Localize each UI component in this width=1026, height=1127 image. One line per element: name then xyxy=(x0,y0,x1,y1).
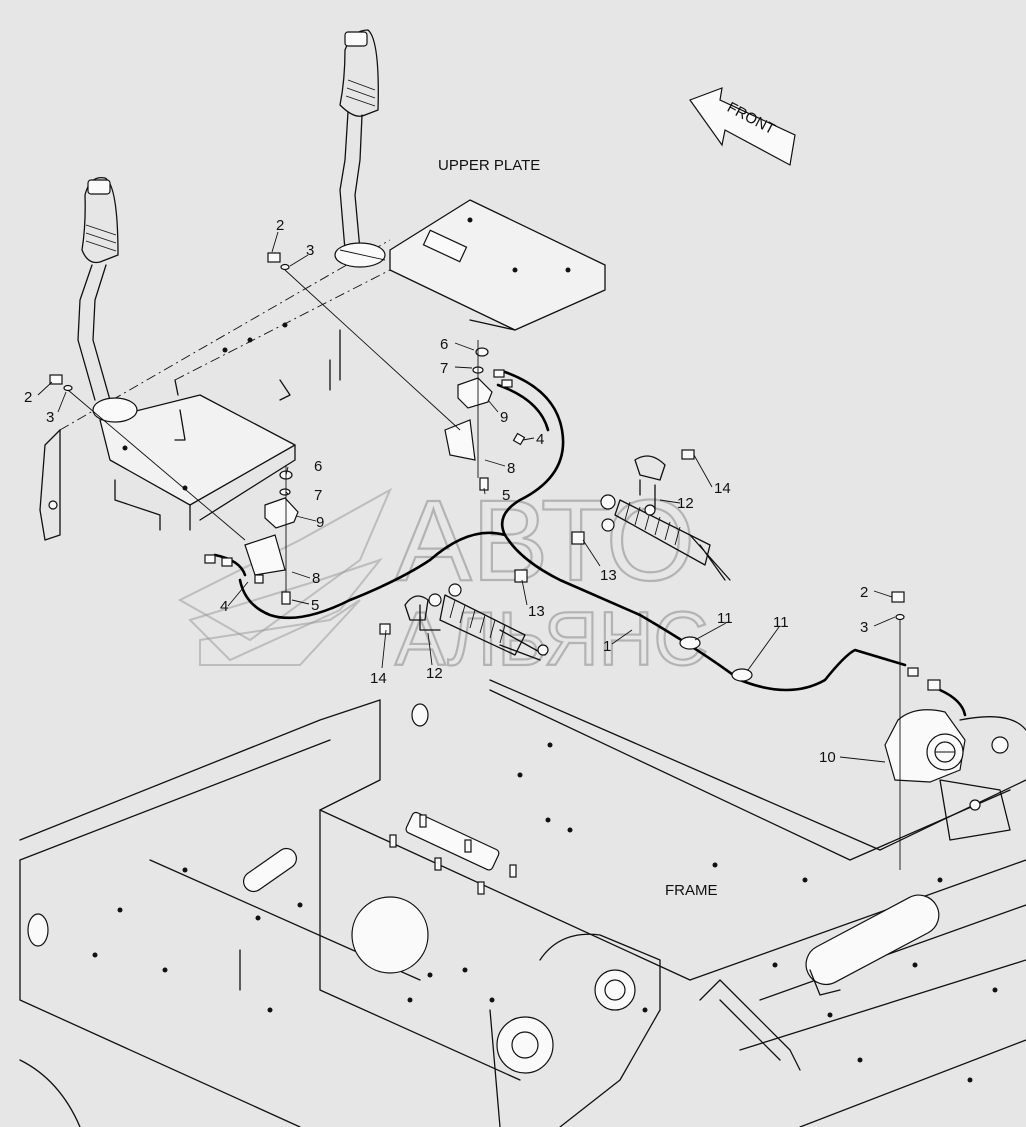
callout-2: 2 xyxy=(860,584,868,601)
right-lever-cylinder xyxy=(600,455,731,581)
callout-8: 8 xyxy=(507,460,515,477)
callout-3: 3 xyxy=(306,242,314,259)
callout-12: 12 xyxy=(677,495,694,512)
callout-11: 11 xyxy=(717,610,733,627)
callout-10: 10 xyxy=(819,749,836,766)
watermark-line2: АЛЬЯНС xyxy=(395,597,708,682)
callout-12: 12 xyxy=(426,665,443,682)
callout-7: 7 xyxy=(314,487,322,504)
cable-harness xyxy=(213,370,967,717)
callout-7: 7 xyxy=(440,360,448,377)
left-joystick xyxy=(77,176,138,423)
callout-2: 2 xyxy=(276,217,284,234)
travel-alarm xyxy=(884,709,966,783)
callout-13: 13 xyxy=(528,603,545,620)
callout-3: 3 xyxy=(860,619,868,636)
watermark-logo: АВТО АЛЬЯНС xyxy=(177,476,709,683)
callout-14: 14 xyxy=(370,670,387,687)
frame-structure xyxy=(19,679,1026,1127)
upper-plate xyxy=(389,199,606,331)
upper-plate-label: UPPER PLATE xyxy=(438,157,540,174)
callout-1: 1 xyxy=(603,638,611,655)
callout-4: 4 xyxy=(220,598,228,615)
callout-4: 4 xyxy=(536,431,544,448)
front-arrow: FRONT xyxy=(689,87,796,166)
frame-label: FRAME xyxy=(665,882,718,899)
callout-3: 3 xyxy=(46,409,54,426)
callout-5: 5 xyxy=(311,597,319,614)
left-lever-cylinder xyxy=(404,583,549,661)
right-joystick xyxy=(334,29,386,268)
callouts: 2 3 2 3 6 7 9 4 8 5 6 7 9 8 4 5 14 12 13… xyxy=(24,217,896,766)
callout-14: 14 xyxy=(714,480,731,497)
callout-8: 8 xyxy=(312,570,320,587)
callout-13: 13 xyxy=(600,567,617,584)
callout-5: 5 xyxy=(502,487,510,504)
left-switch-assembly xyxy=(204,465,299,605)
callout-9: 9 xyxy=(316,514,324,531)
callout-6: 6 xyxy=(440,336,448,353)
upper-switch-assembly xyxy=(444,340,526,491)
callout-9: 9 xyxy=(500,409,508,426)
watermark-line1: АВТО xyxy=(395,477,695,605)
callout-11: 11 xyxy=(773,614,789,631)
callout-6: 6 xyxy=(314,458,322,475)
callout-2: 2 xyxy=(24,389,32,406)
fasteners xyxy=(49,252,905,870)
